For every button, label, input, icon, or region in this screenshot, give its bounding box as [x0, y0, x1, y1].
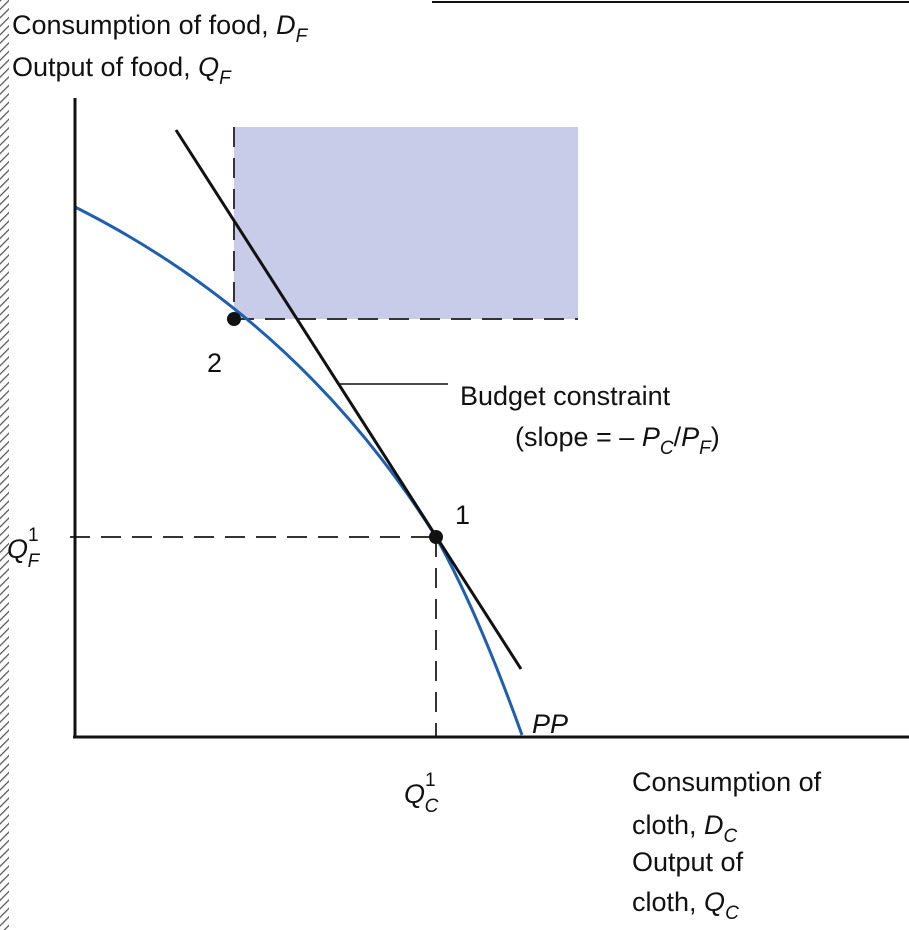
left-border-strip — [0, 0, 9, 930]
ppf-curve — [74, 205, 524, 736]
budget-label-line2: (slope = – PC/PF) — [515, 422, 720, 459]
x-axis-label-line3: Output of — [632, 847, 744, 877]
point-1-marker — [429, 530, 443, 544]
x-axis-label-line4: cloth, QC — [632, 887, 739, 924]
shaded-region — [234, 127, 578, 319]
y-axis-label-line1: Consumption of food, DF — [12, 10, 309, 47]
point-1-label: 1 — [455, 500, 470, 530]
x-axis-label-line2: cloth, DC — [632, 810, 738, 847]
x-axis-label-line1: Consumption of — [632, 767, 822, 797]
y-axis-label-line2: Output of food, QF — [12, 52, 232, 89]
point-2-marker — [227, 312, 241, 326]
ppf-curve-label: PP — [532, 709, 568, 739]
budget-line — [174, 129, 523, 670]
budget-label-line1: Budget constraint — [460, 381, 671, 411]
point-2-label: 2 — [207, 348, 222, 378]
